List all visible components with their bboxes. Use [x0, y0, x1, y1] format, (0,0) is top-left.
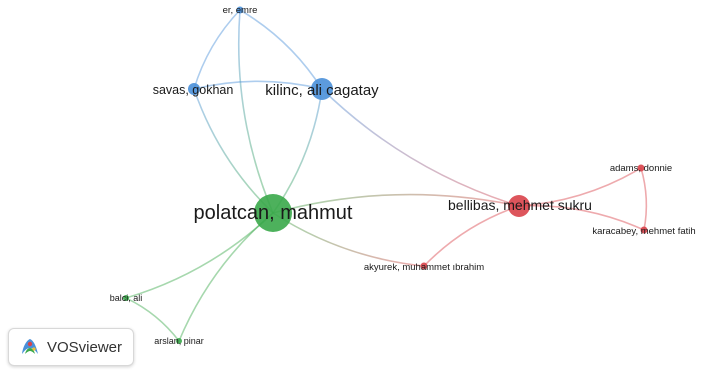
link-bellibas-mehmet-sukru-adams-donnie — [518, 167, 642, 207]
node-balci-ali[interactable] — [123, 295, 129, 301]
node-polatcan-mahmut[interactable] — [254, 194, 292, 232]
node-label-arslan-pinar[interactable]: arslan, pinar — [154, 336, 204, 346]
node-er-emre[interactable] — [236, 6, 244, 14]
link-polatcan-mahmut-arslan-pinar — [178, 212, 274, 342]
node-label-polatcan-mahmut[interactable]: polatcan, mahmut — [194, 202, 353, 224]
node-label-balci-ali[interactable]: balci, ali — [110, 293, 143, 303]
link-polatcan-mahmut-balci-ali — [125, 212, 274, 299]
link-balci-ali-arslan-pinar — [125, 297, 180, 342]
node-label-bellibas-mehmet-sukru[interactable]: bellibas, mehmet sukru — [448, 197, 592, 213]
link-bellibas-mehmet-sukru-akyurek-muhammet-ibrahim — [423, 205, 520, 267]
link-adams-donnie-karacabey-mehmet-fatih — [640, 167, 648, 231]
vosviewer-logo[interactable]: VOSviewer — [8, 328, 134, 366]
vosviewer-logo-text: VOSviewer — [47, 338, 123, 356]
node-bellibas-mehmet-sukru[interactable] — [508, 195, 530, 217]
links-layer — [125, 9, 648, 342]
node-akyurek-muhammet-ibrahim[interactable] — [420, 262, 428, 270]
node-label-kilinc-ali-cagatay[interactable]: kilinc, ali cagatay — [265, 82, 379, 99]
link-er-emre-polatcan-mahmut — [237, 9, 274, 214]
node-arslan-pinar[interactable] — [176, 338, 182, 344]
node-label-akyurek-muhammet-ibrahim[interactable]: akyurek, muhammet ıbrahim — [364, 262, 484, 273]
link-bellibas-mehmet-sukru-karacabey-mehmet-fatih — [518, 204, 645, 231]
link-polatcan-mahmut-bellibas-mehmet-sukru — [272, 193, 520, 214]
node-label-er-emre[interactable]: er, emre — [223, 5, 258, 16]
vosviewer-logo-icon — [22, 339, 38, 354]
link-kilinc-ali-cagatay-polatcan-mahmut — [272, 88, 323, 214]
node-kilinc-ali-cagatay[interactable] — [311, 78, 333, 100]
node-karacabey-mehmet-fatih[interactable] — [640, 226, 648, 234]
node-savas-gokhan[interactable] — [188, 83, 200, 95]
node-label-karacabey-mehmet-fatih[interactable]: karacabey, mehmet fatih — [592, 226, 695, 237]
link-er-emre-kilinc-ali-cagatay — [239, 9, 323, 90]
node-label-adams-donnie[interactable]: adams, donnie — [610, 163, 672, 174]
link-er-emre-savas-gokhan — [193, 9, 241, 90]
link-savas-gokhan-polatcan-mahmut — [193, 88, 274, 214]
link-savas-gokhan-kilinc-ali-cagatay — [193, 80, 323, 90]
nodes-layer — [123, 6, 648, 344]
node-adams-donnie[interactable] — [637, 164, 645, 172]
labels-layer: er, emre savas, gokhan kilinc, ali cagatay… — [110, 5, 696, 346]
node-label-savas-gokhan[interactable]: savas, gokhan — [153, 83, 234, 97]
link-kilinc-ali-cagatay-bellibas-mehmet-sukru — [321, 88, 520, 207]
